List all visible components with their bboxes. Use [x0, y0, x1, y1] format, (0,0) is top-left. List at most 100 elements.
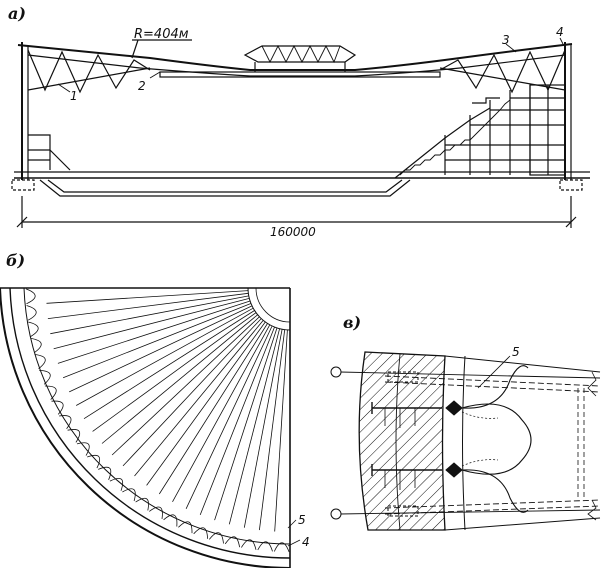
dim-tick-right	[565, 216, 577, 228]
plan-b-body	[0, 287, 291, 568]
radial-cable	[46, 290, 249, 304]
radial-cable	[47, 292, 249, 319]
loop-bottom	[461, 469, 529, 513]
loop-middle	[461, 403, 532, 475]
right-stand-floors	[445, 97, 565, 161]
radial-cable	[274, 329, 288, 532]
anchor-loop	[51, 400, 64, 415]
left-truss-web	[27, 49, 151, 94]
radial-cable	[57, 300, 251, 364]
detail-v: в)	[330, 313, 601, 531]
anchor-loop	[44, 385, 57, 400]
beam-anchor-lower	[387, 505, 419, 517]
callout-4: 4	[556, 25, 564, 39]
radial-cable	[134, 320, 264, 477]
radial-cable	[76, 307, 254, 406]
radial-cable	[146, 321, 266, 486]
panel-label-b: б)	[6, 251, 25, 270]
span-dimension: 160000	[270, 225, 316, 239]
right-stand-top-rail	[472, 97, 500, 104]
radial-cable	[53, 298, 250, 350]
anchor-loop	[208, 532, 224, 544]
radial-cable	[69, 305, 253, 393]
field-pit-inner	[47, 179, 403, 193]
anchor-loop	[34, 354, 46, 370]
right-truss-web	[439, 49, 566, 94]
detail-bottom-edge	[444, 517, 601, 531]
cable-pin-upper	[330, 366, 342, 378]
anchor-loop	[67, 429, 81, 443]
anchor-loop	[39, 370, 51, 385]
radial-cable	[259, 329, 286, 531]
plan-callout-5: 5	[298, 513, 306, 527]
lantern-truss	[261, 44, 341, 64]
inner-ring	[247, 287, 291, 331]
anchor-loop	[178, 521, 193, 534]
radial-cable	[101, 314, 258, 444]
break-line-lower	[587, 499, 597, 521]
outer-ring-inner	[9, 287, 291, 559]
loop-top	[461, 365, 529, 409]
detail-callout-5-leader	[477, 355, 511, 389]
radial-cable	[172, 324, 271, 502]
anchor-loop	[135, 497, 149, 511]
ring-segment-hatched	[358, 351, 446, 531]
cable-anchor-loops	[25, 288, 290, 553]
cable-line-lower	[339, 509, 601, 515]
left-stand-box	[28, 134, 51, 170]
anchor-node-upper	[445, 400, 463, 416]
callout-3: 3	[502, 33, 510, 47]
plan-b: б)	[0, 251, 301, 568]
anchor-rods	[372, 407, 442, 471]
detail-callout-5: 5	[512, 345, 520, 359]
callout-5-leader	[287, 519, 297, 529]
panel-label-a: а)	[8, 4, 26, 23]
radius-label: R=404м	[134, 27, 189, 42]
callout-1: 1	[70, 89, 78, 103]
radius-leader	[131, 39, 139, 59]
anchor-loop	[87, 454, 100, 469]
left-foundation	[11, 179, 35, 191]
dim-tick-left	[16, 216, 28, 228]
anchor-loop	[76, 442, 90, 456]
anchor-loop	[163, 514, 178, 527]
loop-fringe	[461, 411, 499, 467]
right-stand-slope	[394, 107, 491, 179]
radial-cable	[62, 303, 252, 379]
left-truss-lower	[27, 67, 151, 91]
radial-cable	[214, 327, 278, 521]
anchor-loop	[193, 527, 208, 539]
radial-cable	[243, 329, 283, 528]
anchor-loop	[257, 541, 273, 552]
radial-cables	[46, 287, 291, 532]
callout-1-leader	[57, 83, 71, 93]
callout-2-leader	[149, 71, 161, 79]
section-a: а)	[8, 4, 590, 228]
anchor-node-lower	[445, 462, 463, 478]
anchor-loop	[241, 539, 257, 550]
ring-joint-line	[395, 353, 401, 531]
anchor-loop	[122, 488, 136, 502]
radial-cable	[228, 328, 280, 525]
roof-inner-ring	[159, 71, 441, 78]
right-truss-lower	[439, 67, 566, 91]
rod-drops	[384, 408, 416, 490]
outer-ring	[0, 287, 291, 568]
right-stand-steps	[399, 99, 511, 176]
anchor-loop	[25, 288, 36, 305]
callout-4-leader-plan	[287, 539, 301, 547]
left-stand-steps	[49, 149, 71, 171]
radial-cable	[92, 312, 257, 432]
cable-pin-lower	[330, 508, 342, 520]
anchor-loop	[30, 338, 42, 354]
panel-label-v: в)	[343, 313, 361, 332]
radial-cable	[111, 316, 260, 456]
plan-callout-4: 4	[302, 535, 310, 549]
radial-cable	[185, 325, 273, 509]
anchor-loop	[273, 542, 290, 553]
anchor-loop	[28, 321, 39, 337]
radial-cable	[50, 295, 249, 335]
right-foundation	[559, 179, 583, 191]
callout-4-leader	[559, 37, 564, 45]
roof-top-chord	[17, 43, 573, 71]
